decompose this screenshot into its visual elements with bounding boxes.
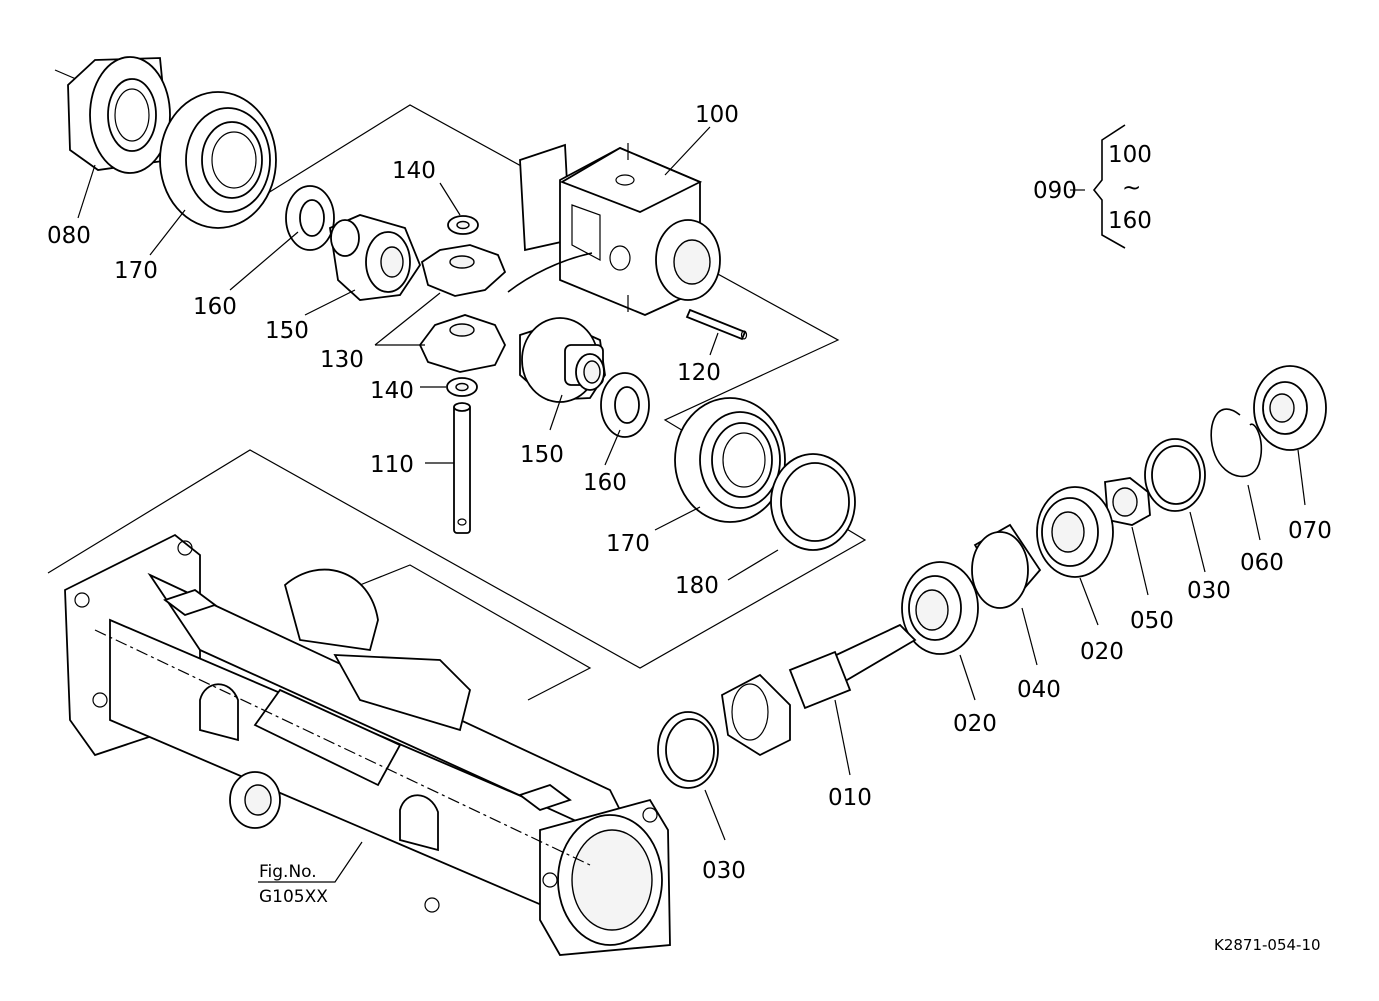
part-030-shim-right <box>1144 438 1206 512</box>
part-150-side-gear-upper <box>329 214 422 301</box>
part-100-diff-case <box>507 143 721 316</box>
part-170-bearing-upper <box>159 91 277 229</box>
leader-lines <box>77 126 1306 883</box>
part-060-snap-ring <box>1210 408 1263 478</box>
label-060: 060 <box>1240 550 1284 576</box>
label-030-right: 030 <box>1187 578 1231 604</box>
label-160-upper: 160 <box>193 294 237 320</box>
part-080-spline-gear <box>54 56 171 174</box>
figure-ref-line2: G105XX <box>259 887 328 907</box>
figure-ref-line1: Fig.No. <box>259 862 317 882</box>
label-140-lower: 140 <box>370 378 414 404</box>
part-050-nut <box>1104 477 1151 526</box>
label-080: 080 <box>47 223 91 249</box>
part-120-pin <box>685 308 748 341</box>
label-140-upper: 140 <box>392 158 436 184</box>
part-160-washer-upper <box>285 185 335 251</box>
label-110: 110 <box>370 452 414 478</box>
label-050: 050 <box>1130 608 1174 634</box>
part-020-bearing-left <box>901 561 979 655</box>
subassembly-outline-lower <box>359 564 592 701</box>
label-170-upper: 170 <box>114 258 158 284</box>
label-150-lower: 150 <box>520 442 564 468</box>
label-170-lower: 170 <box>606 531 650 557</box>
part-140-thrust-washer-upper <box>447 215 479 235</box>
part-150-side-gear-lower <box>519 317 606 403</box>
group-bracket-090 <box>1092 124 1126 249</box>
label-020-right: 020 <box>1080 639 1124 665</box>
part-110-pinion-shaft <box>453 402 471 534</box>
label-090-to: 160 <box>1108 208 1152 234</box>
part-010-bevel-pinion-shaft <box>721 623 917 757</box>
label-090: 090 <box>1033 178 1077 204</box>
part-140-thrust-washer-lower <box>446 377 478 397</box>
drawing-code: K2871-054-10 <box>1214 936 1321 954</box>
label-150-upper: 150 <box>265 318 309 344</box>
part-130-pinion-upper <box>420 244 507 297</box>
part-170-bearing-lower <box>674 397 786 523</box>
label-160-lower: 160 <box>583 470 627 496</box>
label-030-left: 030 <box>702 858 746 884</box>
part-070-oil-seal <box>1253 365 1327 451</box>
label-180: 180 <box>675 573 719 599</box>
label-020-left: 020 <box>953 711 997 737</box>
label-010: 010 <box>828 785 872 811</box>
part-020-bearing-right <box>1036 486 1114 578</box>
label-070: 070 <box>1288 518 1332 544</box>
part-180-shim <box>770 453 856 551</box>
label-120: 120 <box>677 360 721 386</box>
part-160-washer-lower <box>600 372 650 438</box>
label-090-tilde: ~ <box>1122 175 1141 201</box>
label-040: 040 <box>1017 677 1061 703</box>
label-090-from: 100 <box>1108 142 1152 168</box>
label-100: 100 <box>695 102 739 128</box>
part-130-pinion-lower <box>418 314 507 373</box>
label-130: 130 <box>320 347 364 373</box>
part-030-shim-left <box>657 711 719 789</box>
part-040-collar <box>971 523 1042 609</box>
axle-housing <box>64 533 671 956</box>
